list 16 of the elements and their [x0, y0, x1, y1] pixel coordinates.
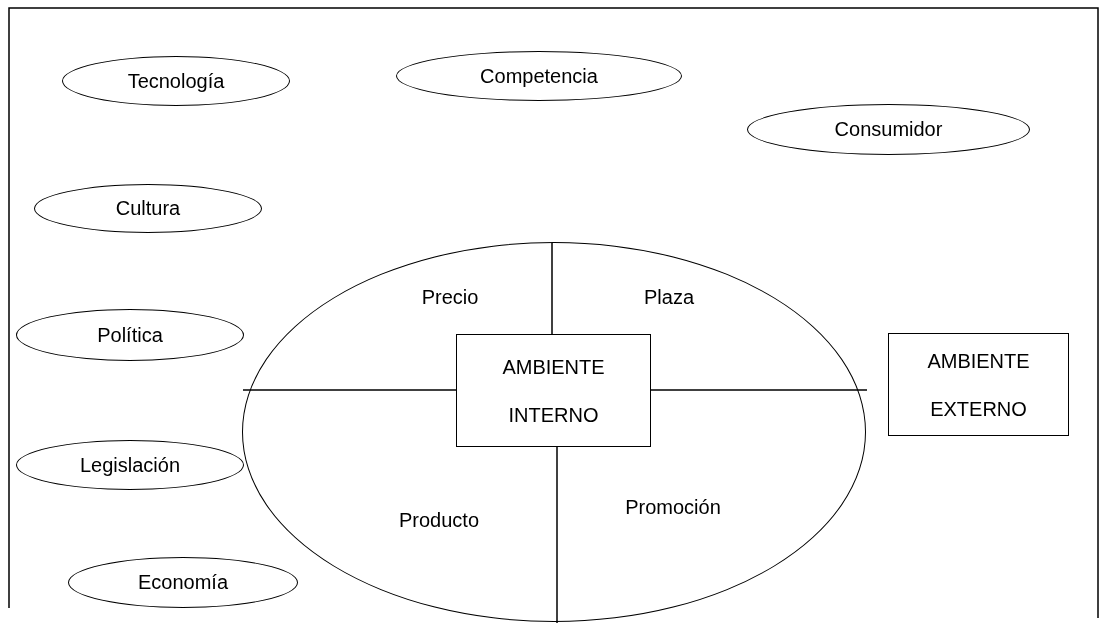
ellipse — [16, 440, 244, 490]
box-label: AMBIENTE EXTERNO — [926, 348, 1031, 422]
box-label: AMBIENTE INTERNO — [501, 354, 606, 428]
ellipse-label: Consumidor — [834, 118, 943, 141]
text-box — [456, 334, 651, 447]
quadrant-label: Producto — [398, 508, 480, 532]
ellipse-label: Tecnología — [127, 69, 225, 93]
ellipse-label: Política — [97, 323, 163, 347]
quadrant-label: Precio — [421, 285, 479, 309]
ellipse-label: Competencia — [480, 64, 598, 88]
text-box — [888, 333, 1069, 436]
quadrant-label: Plaza — [644, 285, 694, 309]
ellipse-label: Economía — [137, 571, 229, 594]
ellipse-label: Cultura — [115, 197, 181, 220]
quadrant-label: Promoción — [625, 495, 721, 519]
ellipse-label: Legislación — [79, 453, 181, 477]
